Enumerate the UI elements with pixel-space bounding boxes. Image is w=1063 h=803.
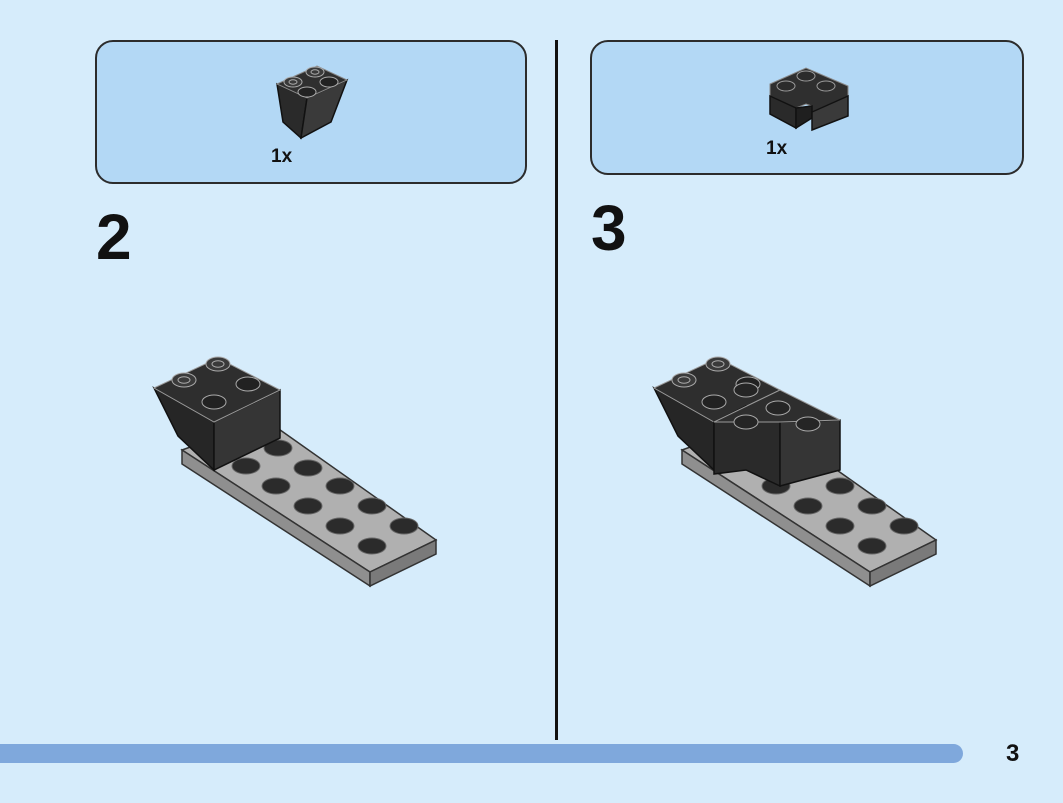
step-2-assembly-illustration — [152, 356, 438, 588]
parts-box-step-2: 1x — [95, 40, 527, 184]
page-number: 3 — [1006, 740, 1020, 767]
part-quantity: 1x — [766, 138, 788, 159]
step-3-assembly-illustration — [652, 356, 938, 588]
step-number: 3 — [591, 192, 627, 264]
progress-bar — [0, 744, 963, 763]
step-divider — [555, 40, 558, 740]
parts-box-step-3: 1x — [590, 40, 1024, 175]
part-quantity: 1x — [271, 146, 293, 167]
step-number: 2 — [96, 201, 132, 273]
inverted-slope-brick-icon — [275, 65, 349, 140]
corner-brick-icon — [769, 67, 849, 132]
